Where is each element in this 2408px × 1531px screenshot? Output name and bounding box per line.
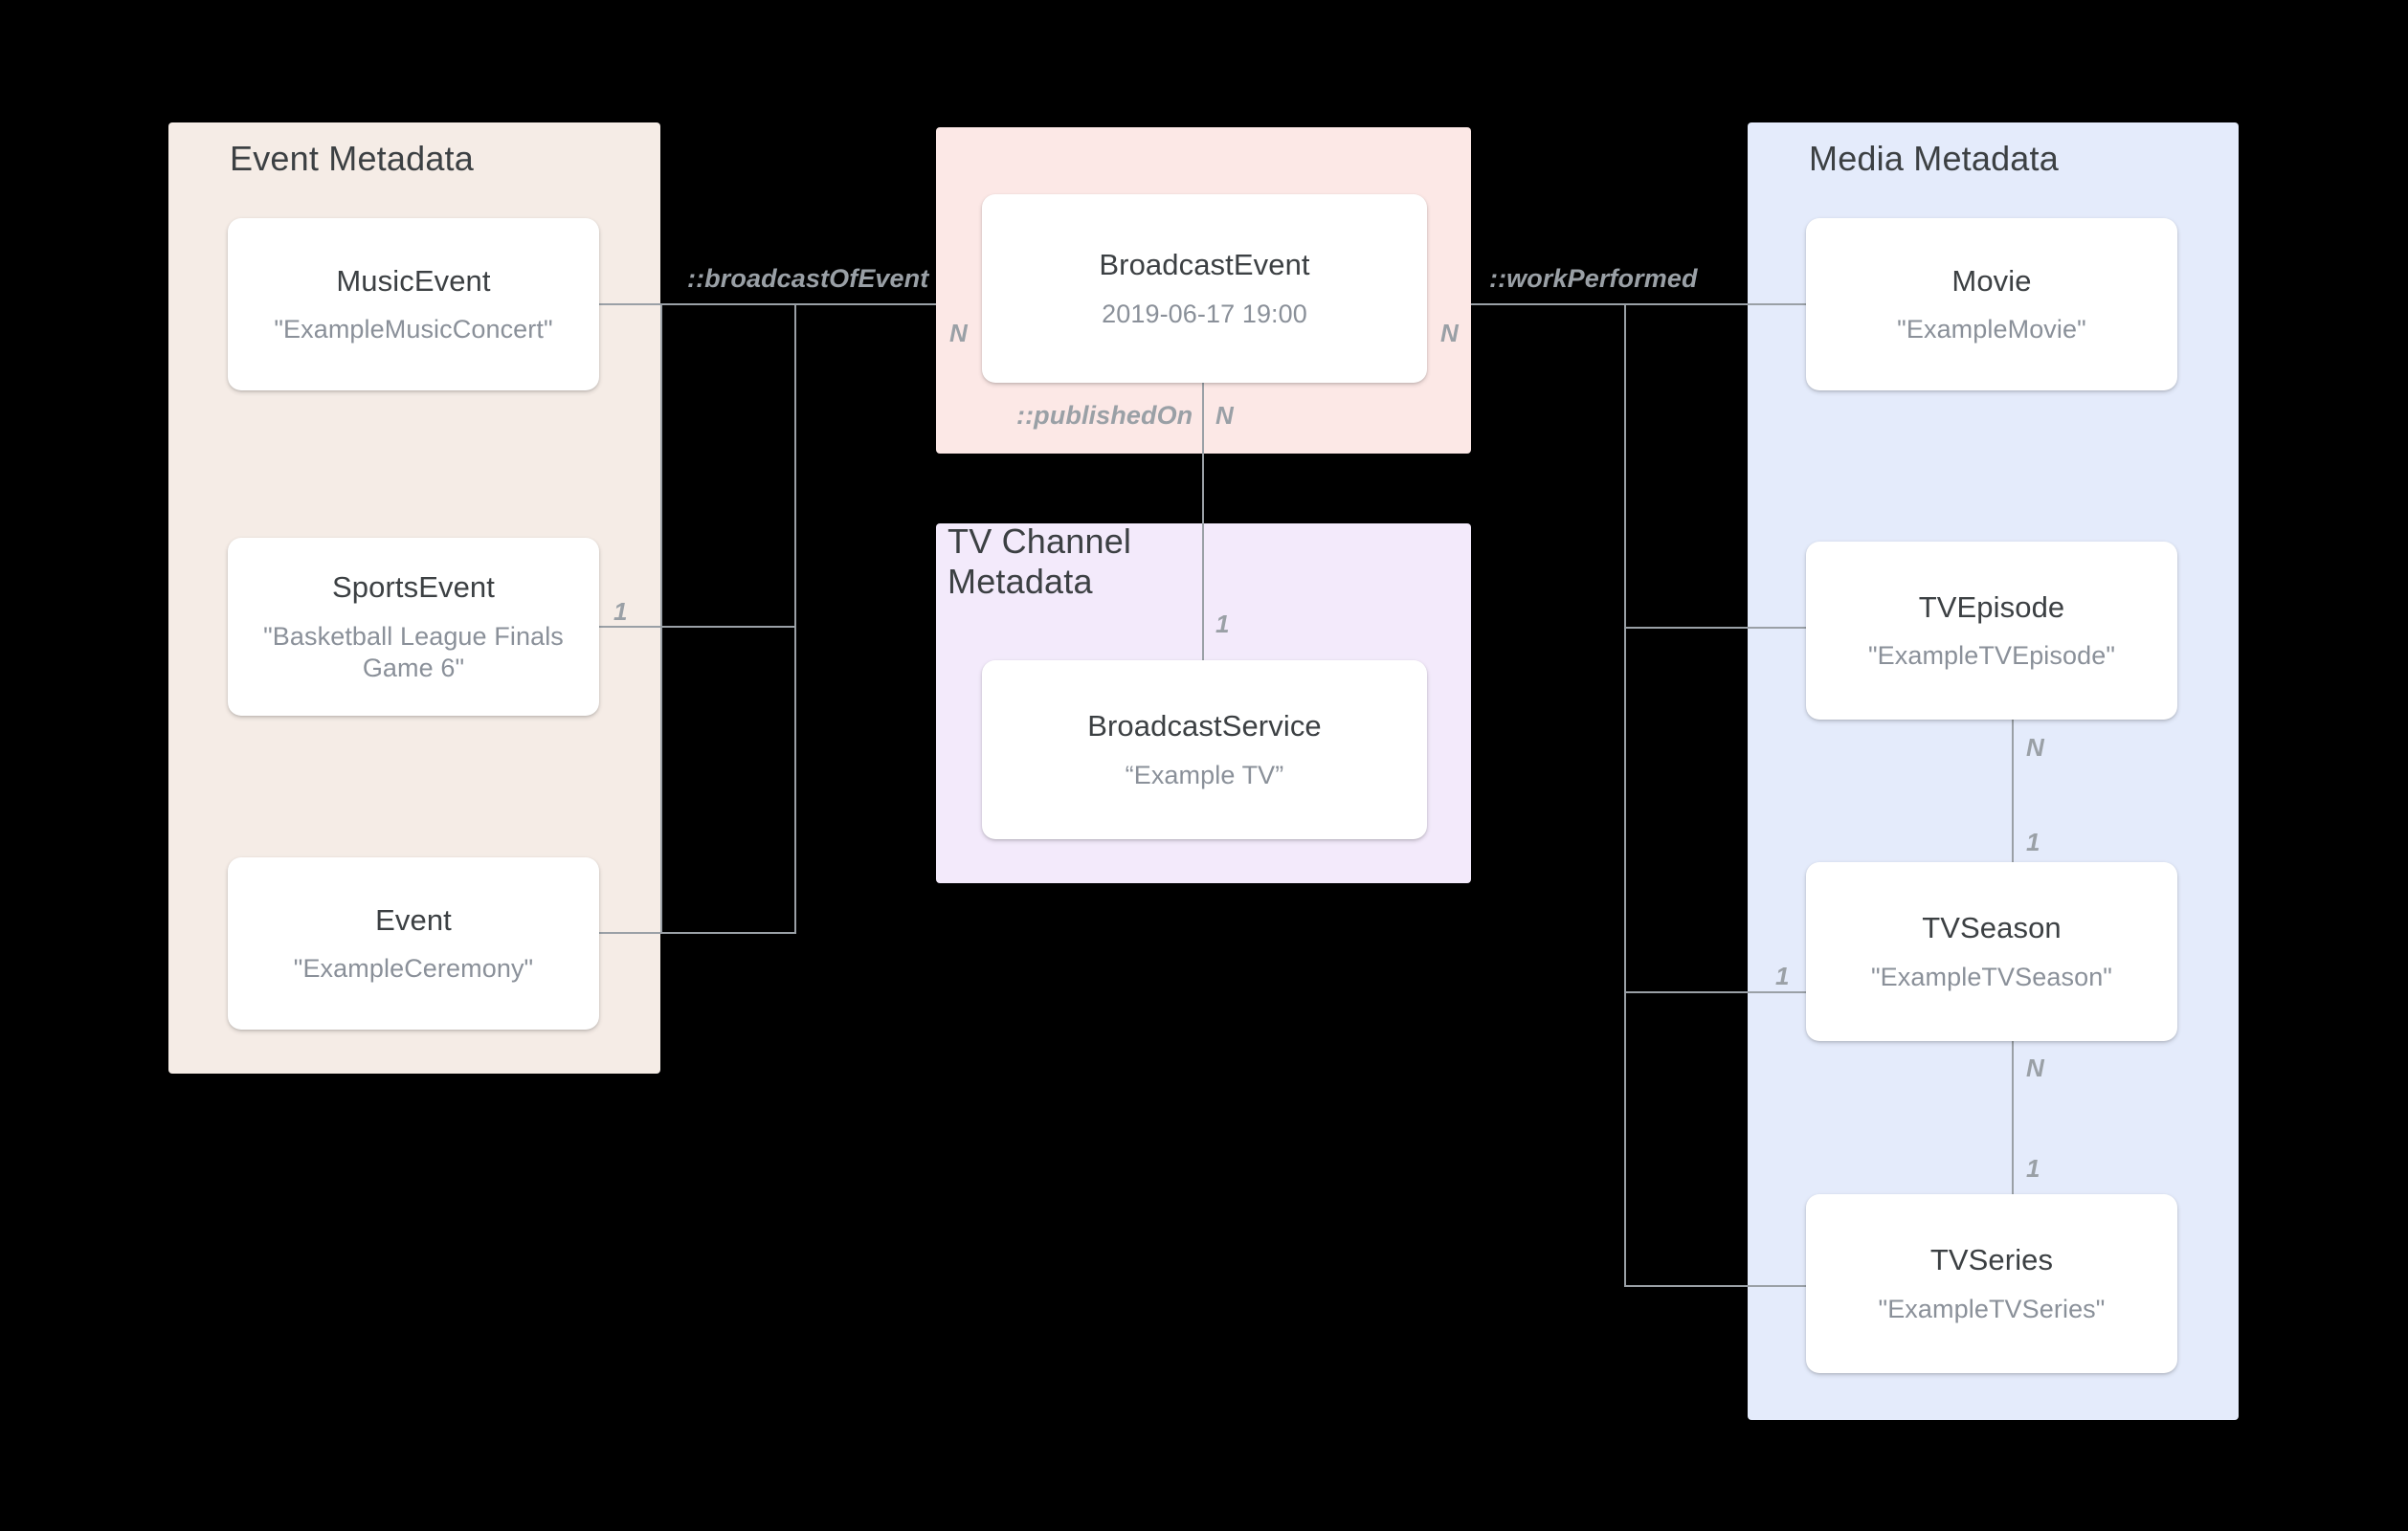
group-title-event-metadata: Event Metadata xyxy=(230,139,474,178)
edge-tvseries-horizontal xyxy=(1624,1285,1806,1287)
edge-published-on-vertical xyxy=(1202,383,1204,660)
node-sports-event-type: SportsEvent xyxy=(332,570,495,605)
node-tv-series-value: "ExampleTVSeries" xyxy=(1878,1294,2106,1323)
node-movie-value: "ExampleMovie" xyxy=(1897,315,2086,344)
edge-right-bus-vertical xyxy=(1624,303,1626,1285)
node-sports-event[interactable]: SportsEvent "Basketball League Finals Ga… xyxy=(228,538,599,716)
edge-tvepisode-horizontal xyxy=(1624,627,1806,629)
node-movie[interactable]: Movie "ExampleMovie" xyxy=(1806,218,2177,390)
node-music-event-type: MusicEvent xyxy=(336,263,491,298)
node-tv-series[interactable]: TVSeries "ExampleTVSeries" xyxy=(1806,1194,2177,1373)
cardinality-broadcast-event-down: N xyxy=(1215,401,1234,430)
node-tv-series-type: TVSeries xyxy=(1929,1243,2054,1277)
edge-music-event-horizontal xyxy=(599,303,796,305)
group-title-media-metadata: Media Metadata xyxy=(1809,139,2059,178)
cardinality-tv-season-top: 1 xyxy=(2026,828,2040,856)
edge-left-to-broadcast-event xyxy=(794,303,936,305)
cardinality-broadcast-event-right: N xyxy=(1440,319,1459,347)
edge-season-to-series-vertical xyxy=(2012,1041,2014,1194)
node-music-event[interactable]: MusicEvent "ExampleMusicConcert" xyxy=(228,218,599,390)
node-broadcast-service-value: “Example TV” xyxy=(1125,760,1284,789)
cardinality-tv-series-top: 1 xyxy=(2026,1154,2040,1183)
relation-label-broadcast-of-event: ::broadcastOfEvent xyxy=(687,264,929,293)
relation-label-published-on: ::publishedOn xyxy=(1016,401,1193,430)
node-broadcast-event-type: BroadcastEvent xyxy=(1099,248,1310,282)
node-broadcast-service-type: BroadcastService xyxy=(1087,709,1322,743)
node-movie-type: Movie xyxy=(1951,263,2032,298)
node-tv-season-type: TVSeason xyxy=(1922,911,2062,945)
group-title-tv-channel-metadata: TV Channel Metadata xyxy=(948,521,1132,602)
cardinality-tv-season-bottom: N xyxy=(2026,1054,2044,1082)
edge-episode-to-season-vertical xyxy=(2012,720,2014,904)
cardinality-tv-season-left: 1 xyxy=(1775,962,1790,990)
edge-sports-event-horizontal xyxy=(599,626,796,628)
node-broadcast-service[interactable]: BroadcastService “Example TV” xyxy=(982,660,1427,839)
node-tv-episode-type: TVEpisode xyxy=(1918,589,2065,624)
edge-movie-horizontal xyxy=(1624,303,1806,305)
edge-left-bus-vertical xyxy=(794,303,796,933)
node-broadcast-event-value: 2019-06-17 19:00 xyxy=(1102,299,1307,328)
node-sports-event-value: "Basketball League Finals Game 6" xyxy=(263,621,564,682)
cardinality-broadcast-service: 1 xyxy=(1215,610,1230,638)
node-event-type: Event xyxy=(375,902,452,937)
node-event[interactable]: Event "ExampleCeremony" xyxy=(228,857,599,1030)
node-tv-episode-value: "ExampleTVEpisode" xyxy=(1867,641,2116,671)
node-event-value: "ExampleCeremony" xyxy=(293,954,534,984)
node-music-event-value: "ExampleMusicConcert" xyxy=(274,315,553,344)
edge-event-horizontal xyxy=(599,932,796,934)
cardinality-tv-episode-bottom: N xyxy=(2026,733,2044,762)
node-tv-season[interactable]: TVSeason "ExampleTVSeason" xyxy=(1806,862,2177,1041)
edge-left-inner-bus-vertical xyxy=(660,303,662,932)
node-broadcast-event[interactable]: BroadcastEvent 2019-06-17 19:00 xyxy=(982,194,1427,383)
edge-tvseason-horizontal xyxy=(1624,991,1806,993)
node-tv-season-value: "ExampleTVSeason" xyxy=(1871,962,2112,991)
relation-label-work-performed: ::workPerformed xyxy=(1489,264,1698,293)
cardinality-broadcast-event-left: N xyxy=(949,319,968,347)
node-tv-episode[interactable]: TVEpisode "ExampleTVEpisode" xyxy=(1806,542,2177,720)
cardinality-sports-event: 1 xyxy=(613,597,628,626)
edge-broadcast-to-right-bus xyxy=(1471,303,1624,305)
